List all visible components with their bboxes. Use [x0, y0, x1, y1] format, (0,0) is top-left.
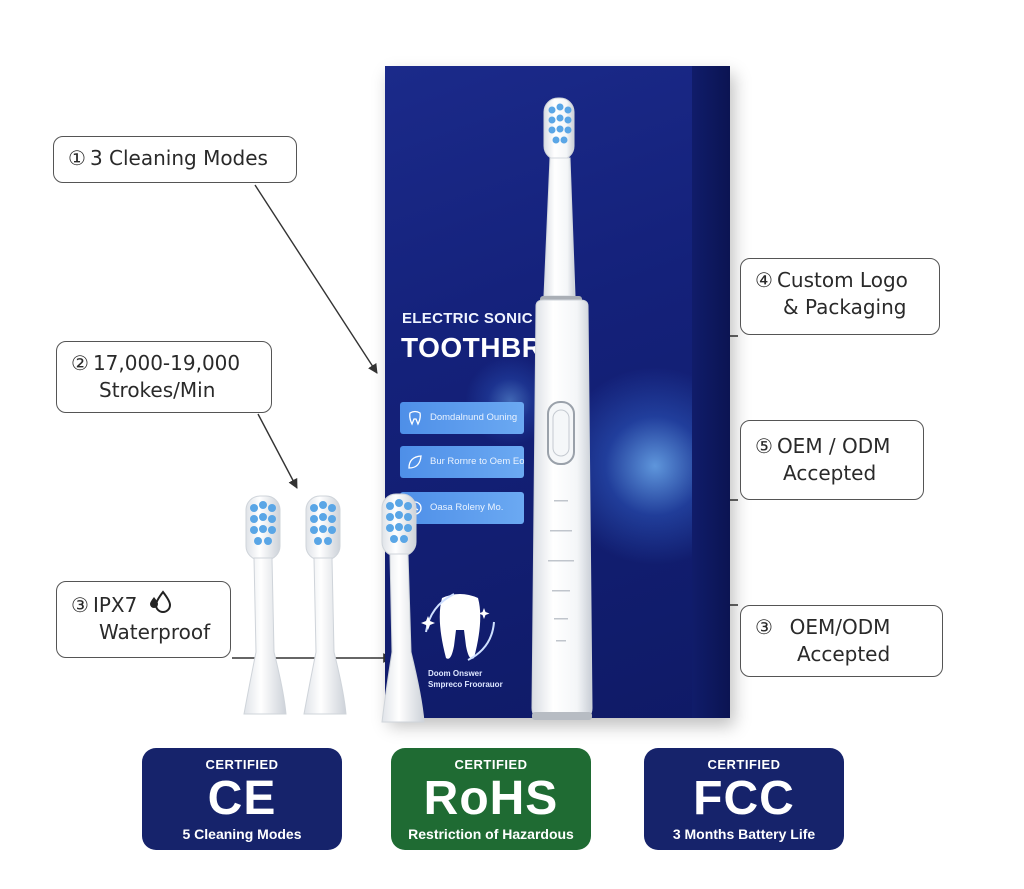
badge-caption: Restriction of Hazardous — [408, 826, 574, 842]
box-feature-2-label: Bur Rornre to Oem Eom — [430, 456, 524, 467]
callout-text: IPX7 — [92, 593, 138, 617]
box-footer-line-2: Smpreco Froorauor — [428, 680, 503, 689]
box-footer-line-1: Doom Onswer — [428, 669, 483, 678]
callout-number: ⑤ — [755, 434, 773, 458]
callout-text: 3 Cleaning Modes — [89, 146, 268, 170]
callout-number: ③ — [755, 615, 773, 639]
electric-toothbrush — [531, 97, 593, 720]
callout-number: ② — [71, 351, 89, 375]
brush-head-1 — [243, 495, 287, 715]
badge-certified-label: CERTIFIED — [205, 757, 279, 772]
callout-text: OEM/ODM — [789, 615, 891, 639]
callout-text: OEM / ODM — [776, 434, 891, 458]
tooth-icon — [409, 410, 421, 426]
box-feature-1-label: Domdalnund Ouning — [430, 412, 518, 423]
fcc-certification-badge: CERTIFIED FCC 3 Months Battery Life — [644, 748, 844, 850]
box-feature-1: Domdalnund Ouning — [400, 402, 524, 434]
badge-caption: 5 Cleaning Modes — [182, 826, 302, 842]
box-feature-3-label: Oasa Roleny Mo. — [430, 502, 504, 513]
fcc-mark: FCC — [693, 772, 795, 825]
callout-text: 17,000-19,000 — [92, 351, 241, 375]
callout-number: ① — [68, 146, 86, 170]
badge-certified-label: CERTIFIED — [454, 757, 528, 772]
callout-text-2: Waterproof — [99, 620, 211, 644]
arrow-c2 — [257, 413, 298, 489]
box-feature-2: Bur Rornre to Oem Eom — [400, 446, 524, 478]
box-footer-text: Doom Onswer Smpreco Froorauor — [428, 668, 503, 690]
badge-certified-label: CERTIFIED — [707, 757, 781, 772]
callout-oem-odm-2: ③ OEM/ODM Accepted — [740, 605, 943, 677]
rohs-certification-badge: CERTIFIED RoHS Restriction of Hazardous — [391, 748, 591, 850]
ce-certification-badge: CERTIFIED CE 5 Cleaning Modes — [142, 748, 342, 850]
brush-head-2 — [303, 495, 347, 715]
leaf-icon — [408, 455, 422, 469]
callout-text-2: Strokes/Min — [99, 378, 216, 402]
callout-text-2: Accepted — [783, 461, 877, 485]
brush-head-3 — [381, 493, 425, 723]
product-box-side — [692, 66, 730, 718]
water-drop-icon — [149, 590, 171, 613]
callout-number: ③ — [71, 593, 89, 617]
callout-text-2: & Packaging — [783, 295, 907, 319]
rohs-mark: RoHS — [423, 772, 559, 825]
tooth-icon — [421, 593, 495, 661]
callout-text-2: Accepted — [797, 642, 891, 666]
box-brand-subtitle: ELECTRIC SONIC — [402, 310, 533, 327]
arrow-c1 — [254, 184, 378, 374]
callout-number: ④ — [755, 268, 773, 292]
badge-caption: 3 Months Battery Life — [672, 826, 816, 842]
ce-mark: CE — [207, 772, 277, 825]
callout-text: Custom Logo — [776, 268, 908, 292]
